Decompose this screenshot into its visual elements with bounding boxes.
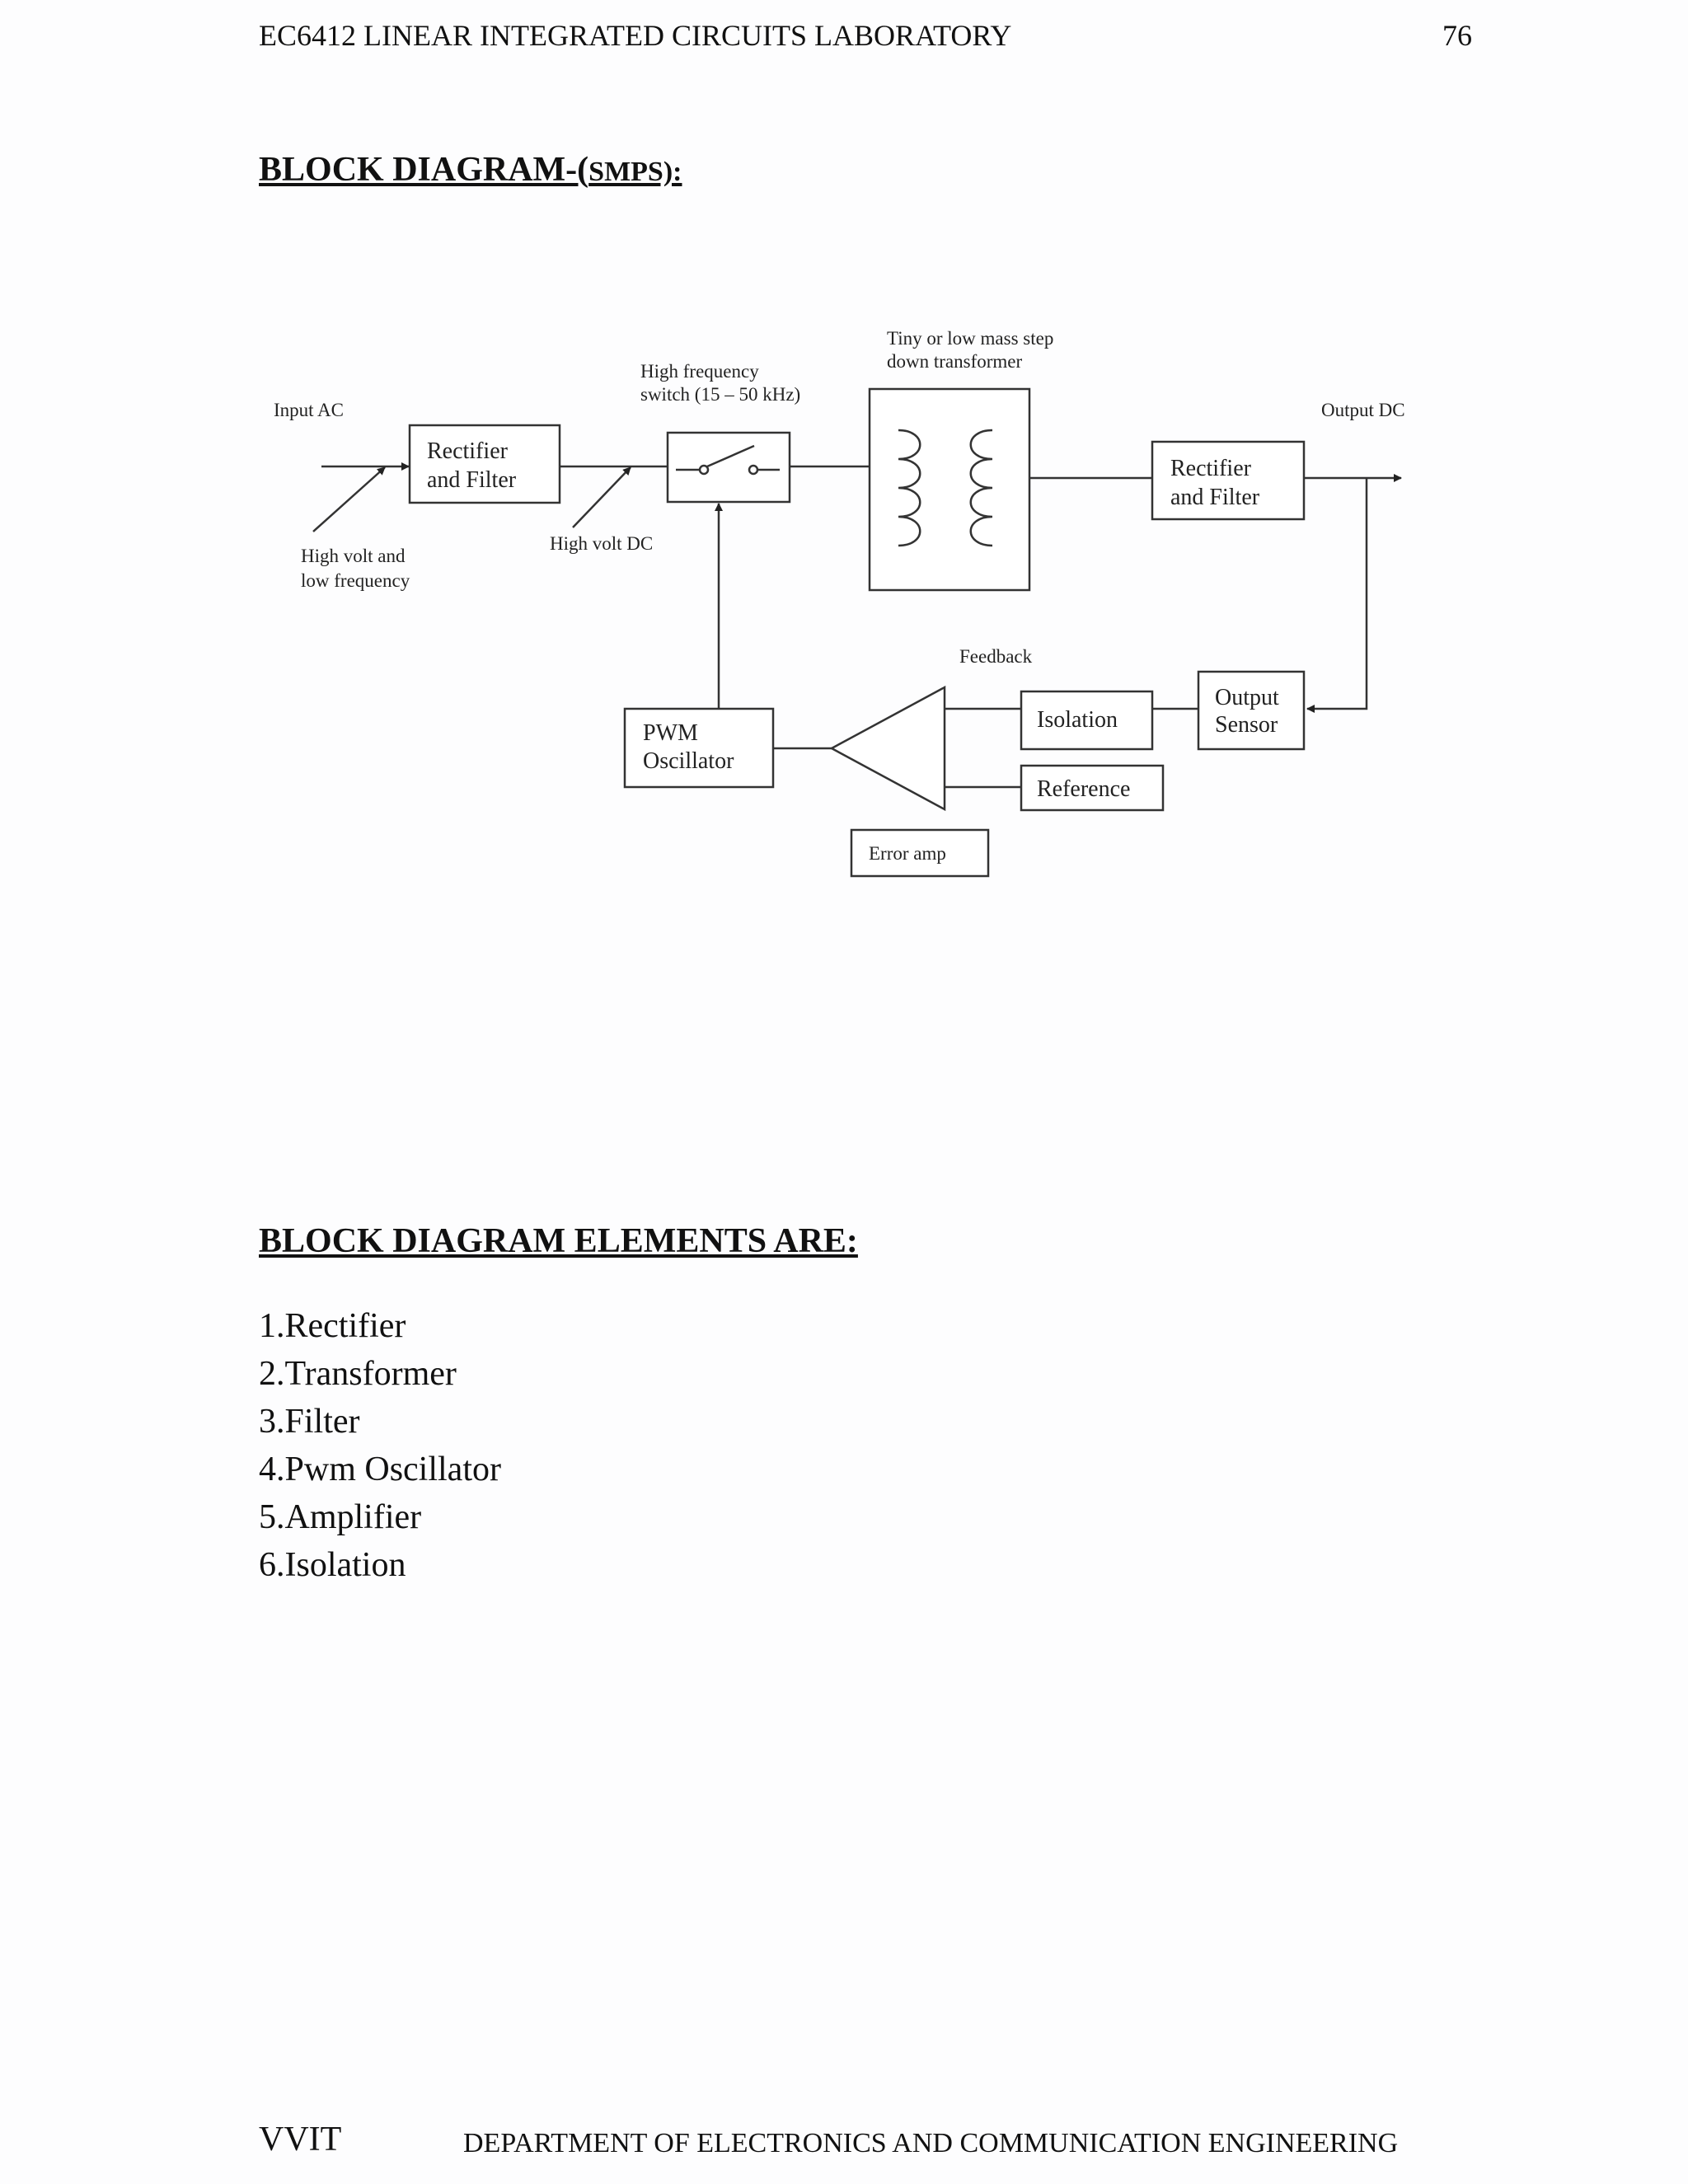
block-diagram-heading-small: SMPS): bbox=[588, 157, 682, 187]
page-number: 76 bbox=[1442, 19, 1472, 52]
smps-block-diagram: Input AC High volt and low frequency Rec… bbox=[274, 328, 1405, 878]
high-frequency-switch-box bbox=[666, 431, 791, 504]
output-dc-label: Output DC bbox=[1321, 400, 1405, 420]
switch-symbol bbox=[676, 444, 780, 476]
list-item: 4.Pwm Oscillator bbox=[259, 1451, 501, 1488]
high-volt-dc-pointer bbox=[572, 466, 631, 528]
elements-list: 1.Rectifier 2.Transformer 3.Filter 4.Pwm… bbox=[259, 1302, 501, 1589]
rectifier-filter-1-line1: Rectifier bbox=[427, 438, 509, 464]
transformer-label-line1: Tiny or low mass step bbox=[887, 328, 1053, 349]
error-amp-box bbox=[850, 828, 990, 878]
error-amplifier-symbol bbox=[829, 685, 946, 812]
reference-box bbox=[1020, 764, 1165, 812]
rectifier-filter-2-box bbox=[1151, 440, 1306, 521]
block-diagram-heading-main: BLOCK DIAGRAM-( bbox=[259, 151, 589, 189]
input-note-line2: low frequency bbox=[301, 570, 410, 591]
footer-right: DEPARTMENT OF ELECTRONICS AND COMMUNICAT… bbox=[463, 2128, 1399, 2158]
switch-label-line2: switch (15 – 50 kHz) bbox=[640, 384, 800, 405]
output-sensor-line1: Output bbox=[1215, 685, 1279, 710]
output-sensor-box bbox=[1197, 670, 1306, 751]
pwm-line1: PWM bbox=[643, 720, 698, 746]
elements-heading: BLOCK DIAGRAM ELEMENTS ARE: bbox=[259, 1222, 858, 1260]
transformer-label-line2: down transformer bbox=[887, 351, 1022, 372]
transformer-coils bbox=[898, 429, 993, 547]
pwm-line2: Oscillator bbox=[643, 748, 734, 774]
output-sensor-line2: Sensor bbox=[1215, 712, 1278, 738]
footer-left: VVIT bbox=[259, 2121, 342, 2158]
switch-label-line1: High frequency bbox=[640, 361, 759, 382]
high-volt-dc-label: High volt DC bbox=[550, 533, 653, 554]
block-diagram-heading: BLOCK DIAGRAM-(SMPS): bbox=[259, 150, 682, 190]
transformer-box bbox=[868, 387, 1031, 592]
rectifier-filter-2-line1: Rectifier bbox=[1170, 456, 1252, 481]
input-note-pointer bbox=[312, 466, 386, 532]
feedback-loop-line bbox=[1306, 478, 1368, 713]
input-ac-label: Input AC bbox=[274, 400, 344, 420]
pwm-oscillator-box bbox=[623, 707, 775, 789]
list-item: 6.Isolation bbox=[259, 1546, 406, 1584]
error-amp-text: Error amp bbox=[869, 843, 946, 864]
input-note-line1: High volt and bbox=[301, 546, 406, 566]
list-item: 2.Transformer bbox=[259, 1355, 457, 1393]
header-title: EC6412 LINEAR INTEGRATED CIRCUITS LABORA… bbox=[259, 19, 1012, 52]
feedback-label: Feedback bbox=[959, 646, 1033, 667]
list-item: 5.Amplifier bbox=[259, 1498, 422, 1536]
rectifier-filter-1-box bbox=[408, 424, 561, 504]
reference-text: Reference bbox=[1037, 776, 1130, 802]
isolation-text: Isolation bbox=[1037, 707, 1118, 733]
isolation-box bbox=[1020, 690, 1154, 751]
rectifier-filter-1-line2: and Filter bbox=[427, 467, 517, 493]
rectifier-filter-2-line2: and Filter bbox=[1170, 485, 1260, 510]
list-item: 1.Rectifier bbox=[259, 1307, 406, 1345]
list-item: 3.Filter bbox=[259, 1403, 360, 1441]
